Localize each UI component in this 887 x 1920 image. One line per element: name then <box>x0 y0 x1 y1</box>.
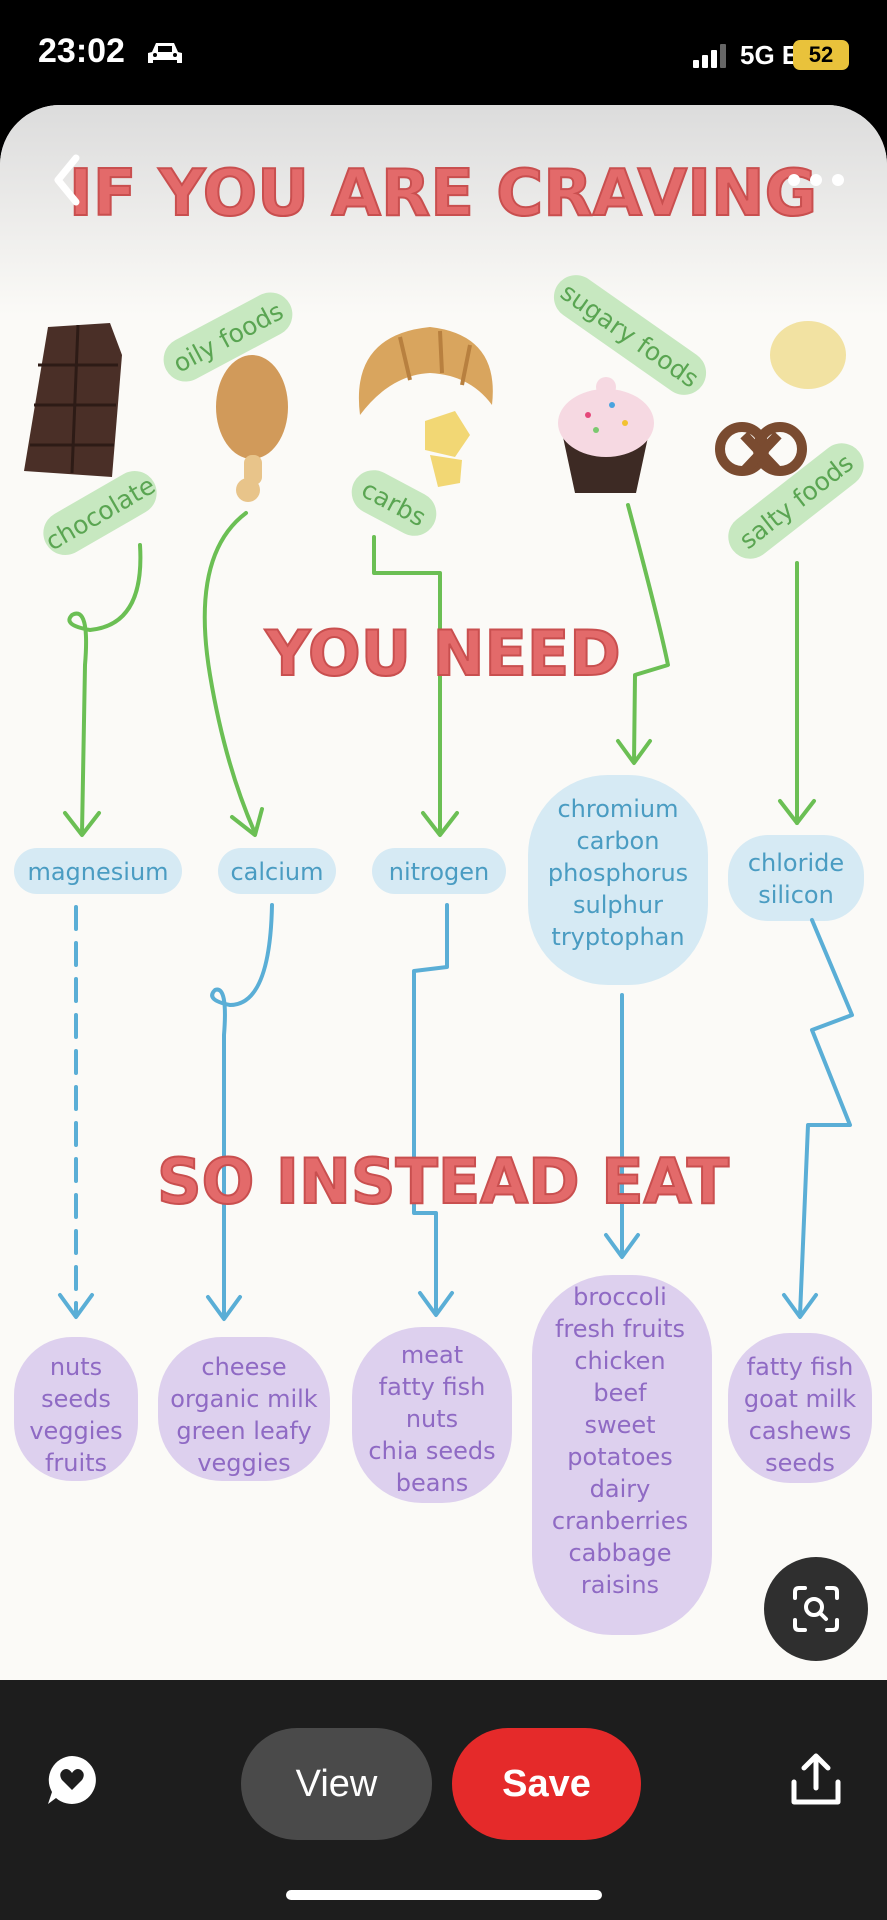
svg-text:fruits: fruits <box>45 1449 107 1477</box>
craving-carbs: carbs <box>351 470 437 536</box>
bottom-action-bar: View Save <box>0 1680 887 1920</box>
svg-text:phosphorus: phosphorus <box>548 859 688 887</box>
infographic: IF YOU ARE CRAVING <box>14 156 872 1635</box>
nutrient-arrows <box>58 903 854 1321</box>
svg-text:magnesium: magnesium <box>27 858 168 886</box>
heading-you-need: YOU NEED <box>264 617 620 690</box>
svg-text:chia seeds: chia seeds <box>368 1437 495 1465</box>
title-craving: IF YOU ARE CRAVING <box>69 157 817 231</box>
nutrient-sugary-group: chromium carbon phosphorus sulphur trypt… <box>528 775 708 985</box>
svg-text:green leafy: green leafy <box>176 1417 311 1445</box>
svg-text:chloride: chloride <box>748 849 844 877</box>
svg-text:raisins: raisins <box>581 1571 659 1599</box>
svg-text:fresh fruits: fresh fruits <box>555 1315 685 1343</box>
chocolate-bar-icon <box>24 323 122 477</box>
save-button[interactable]: Save <box>452 1728 641 1840</box>
food-group-carbs: meat fatty fish nuts chia seeds beans <box>352 1327 512 1503</box>
network-type: 5G E <box>740 40 800 70</box>
pasta-icon <box>425 411 470 487</box>
nutrient-calcium: calcium <box>218 848 336 894</box>
svg-text:carbon: carbon <box>577 827 660 855</box>
svg-text:goat milk: goat milk <box>744 1385 856 1413</box>
heading-so-instead-eat: SO INSTEAD EAT <box>157 1145 729 1218</box>
svg-text:chicken: chicken <box>574 1347 665 1375</box>
food-group-chocolate: nuts seeds veggies fruits <box>14 1337 138 1481</box>
potato-chip-icon <box>770 321 846 389</box>
svg-text:dairy: dairy <box>590 1475 651 1503</box>
comment-icon[interactable] <box>44 1752 100 1808</box>
svg-text:veggies: veggies <box>29 1417 122 1445</box>
craving-arrows <box>63 503 816 837</box>
svg-text:seeds: seeds <box>765 1449 835 1477</box>
croissant-icon <box>358 327 493 415</box>
pretzel-icon <box>715 422 807 476</box>
nutrient-nitrogen: nitrogen <box>372 848 506 894</box>
view-button[interactable]: View <box>241 1728 432 1840</box>
svg-text:chromium: chromium <box>557 795 678 823</box>
svg-text:nuts: nuts <box>50 1353 102 1381</box>
svg-text:sulphur: sulphur <box>573 891 663 919</box>
nutrient-magnesium: magnesium <box>14 848 182 894</box>
svg-text:silicon: silicon <box>758 881 834 909</box>
pin-image-card[interactable]: IF YOU ARE CRAVING <box>0 105 887 1680</box>
fried-chicken-icon <box>216 355 288 502</box>
svg-text:tryptophan: tryptophan <box>551 923 684 951</box>
status-bar: 23:02 5G E 52 <box>0 0 887 105</box>
svg-text:cranberries: cranberries <box>552 1507 688 1535</box>
home-indicator[interactable] <box>286 1890 602 1900</box>
svg-text:sugary foods: sugary foods <box>555 277 704 393</box>
svg-text:broccoli: broccoli <box>573 1283 667 1311</box>
cupcake-icon <box>558 377 654 493</box>
svg-text:cabbage: cabbage <box>568 1539 671 1567</box>
svg-text:cashews: cashews <box>749 1417 852 1445</box>
svg-text:cheese: cheese <box>201 1353 286 1381</box>
craving-salty-foods: salty foods <box>728 443 864 559</box>
svg-text:fatty fish: fatty fish <box>379 1373 486 1401</box>
more-icon[interactable] <box>786 165 846 195</box>
svg-text:nuts: nuts <box>406 1405 458 1433</box>
svg-text:seeds: seeds <box>41 1385 111 1413</box>
visual-search-button[interactable] <box>764 1557 868 1661</box>
svg-text:calcium: calcium <box>230 858 323 886</box>
craving-sugary-foods: sugary foods <box>553 275 707 395</box>
nutrient-salty-group: chloride silicon <box>728 835 864 921</box>
back-icon[interactable] <box>46 150 96 210</box>
food-group-salty: fatty fish goat milk cashews seeds <box>728 1333 872 1483</box>
svg-text:potatoes: potatoes <box>567 1443 672 1471</box>
food-group-oily: cheese organic milk green leafy veggies <box>158 1337 330 1481</box>
status-time: 23:02 <box>38 32 125 70</box>
lens-icon <box>793 1586 839 1632</box>
svg-text:beef: beef <box>593 1379 647 1407</box>
signal-icon <box>693 44 726 68</box>
food-group-sugary: broccoli fresh fruits chicken beef sweet… <box>532 1275 712 1635</box>
svg-text:fatty fish: fatty fish <box>747 1353 854 1381</box>
share-icon[interactable] <box>788 1750 844 1810</box>
craving-chocolate: chocolate <box>40 471 160 557</box>
svg-text:veggies: veggies <box>197 1449 290 1477</box>
battery-icon: 52 <box>793 40 849 70</box>
svg-text:sweet: sweet <box>584 1411 655 1439</box>
svg-text:organic milk: organic milk <box>170 1385 317 1413</box>
svg-text:nitrogen: nitrogen <box>389 858 490 886</box>
car-icon <box>148 43 182 63</box>
svg-text:meat: meat <box>401 1341 463 1369</box>
svg-text:beans: beans <box>396 1469 468 1497</box>
battery-level: 52 <box>808 42 834 67</box>
